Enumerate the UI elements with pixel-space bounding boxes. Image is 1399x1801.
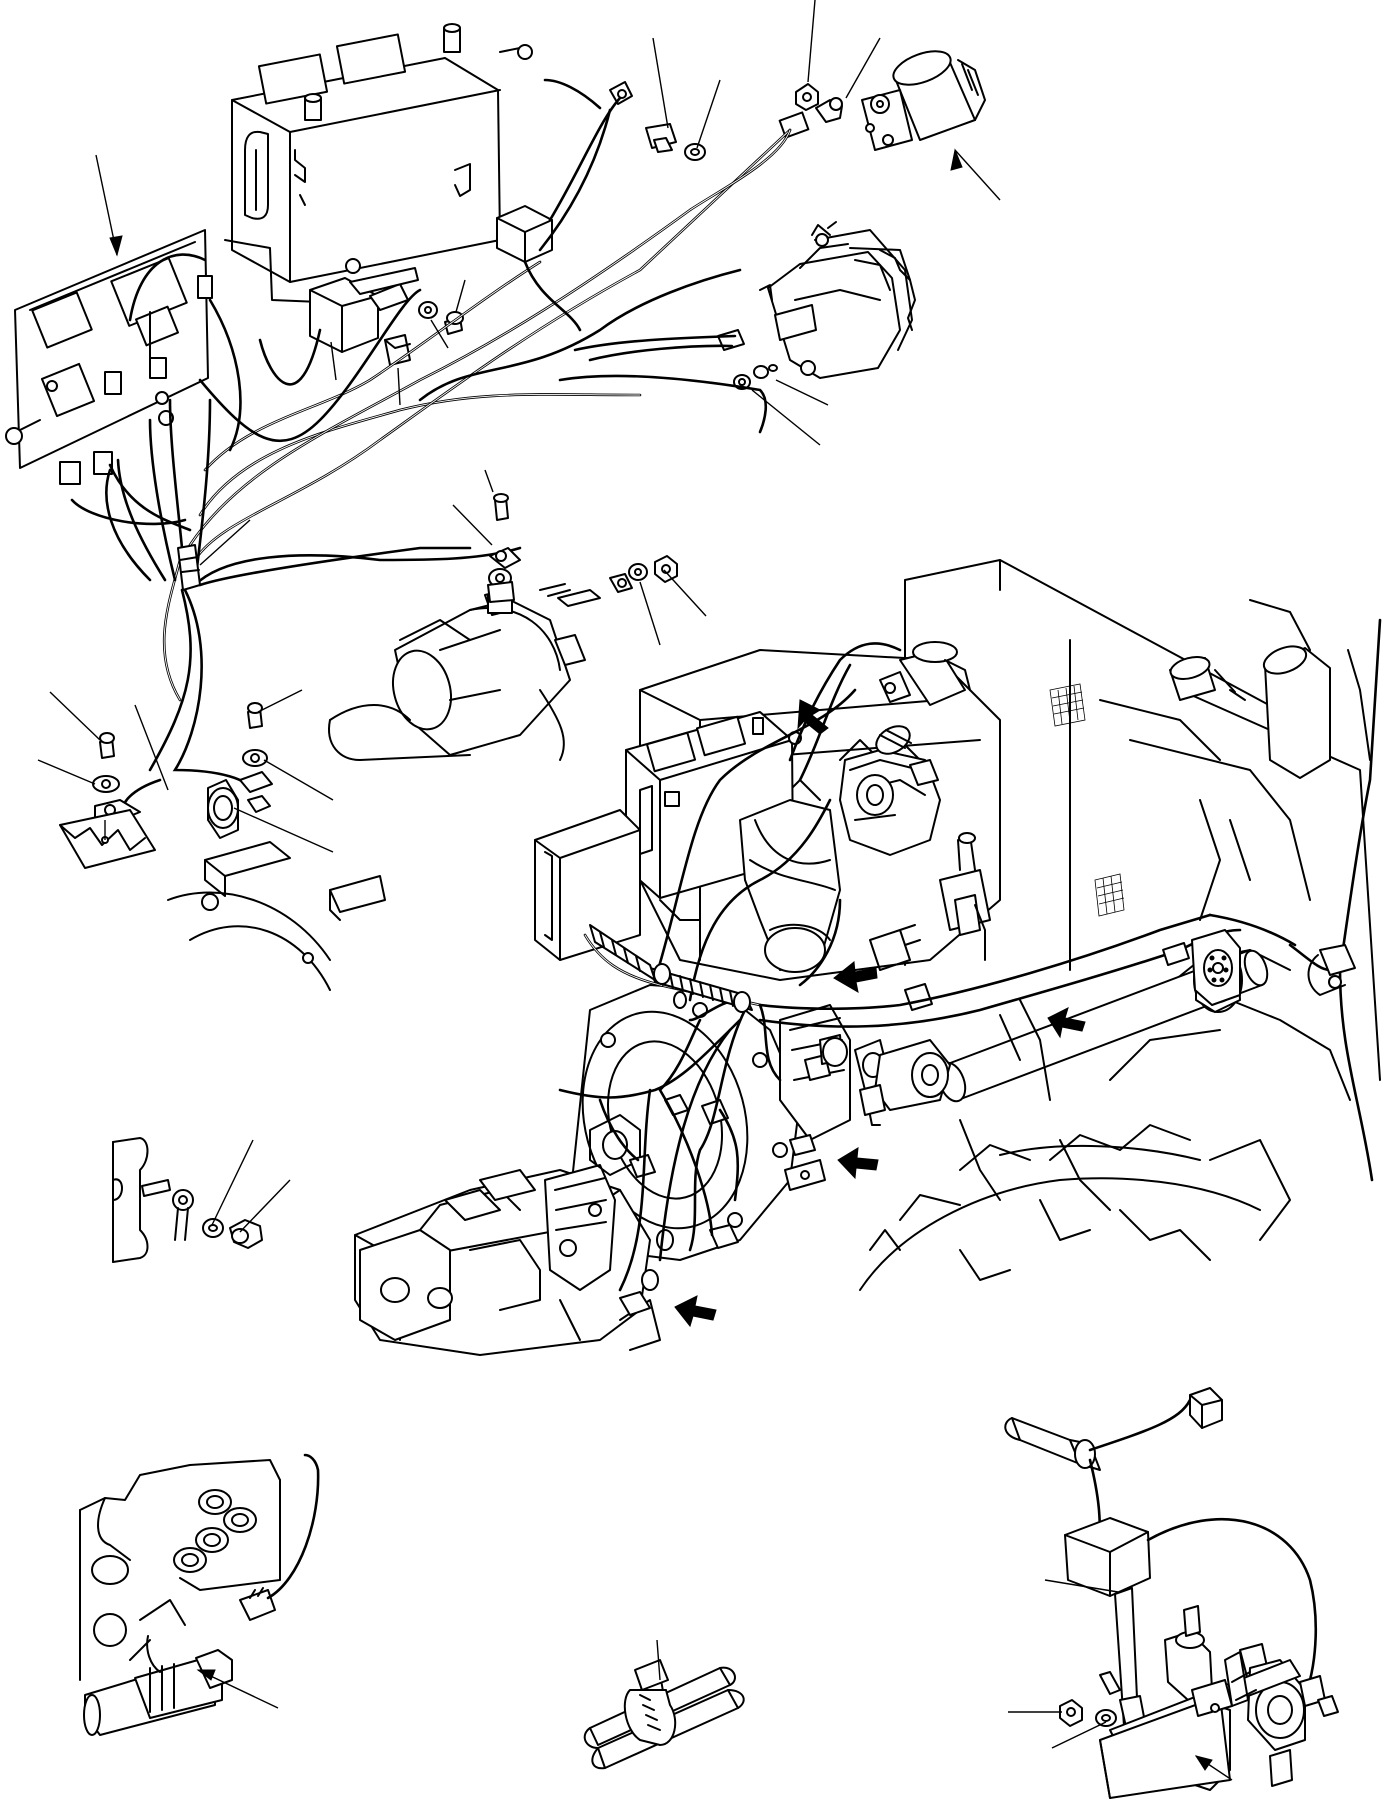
pressure-switch [610, 82, 705, 160]
harness-sleeve [178, 545, 200, 590]
leader-lines [38, 0, 1232, 1780]
harness-top [72, 80, 790, 810]
fuel-filter-solenoid [780, 45, 985, 150]
alternator [718, 222, 915, 389]
relay-box [310, 259, 418, 352]
sensor-detail [80, 1455, 318, 1735]
ground-strap-group [60, 703, 385, 990]
harness-engine [560, 620, 1380, 1290]
round-connector [1163, 930, 1355, 1005]
connector-box-top [497, 206, 552, 262]
direction-arrows [675, 700, 1085, 1326]
grille-hatch [1050, 684, 1124, 916]
cable-terminals-middle [488, 494, 677, 606]
cable-tie-detail [585, 1660, 744, 1768]
terminal-stud-detail [113, 1138, 262, 1262]
starter-motor [329, 590, 585, 760]
battery [225, 24, 532, 302]
engine-transmission-assembly [355, 560, 1380, 1355]
control-panel [6, 230, 212, 484]
corrugated-harness [590, 925, 752, 1012]
bracket-detail [1005, 1388, 1338, 1798]
